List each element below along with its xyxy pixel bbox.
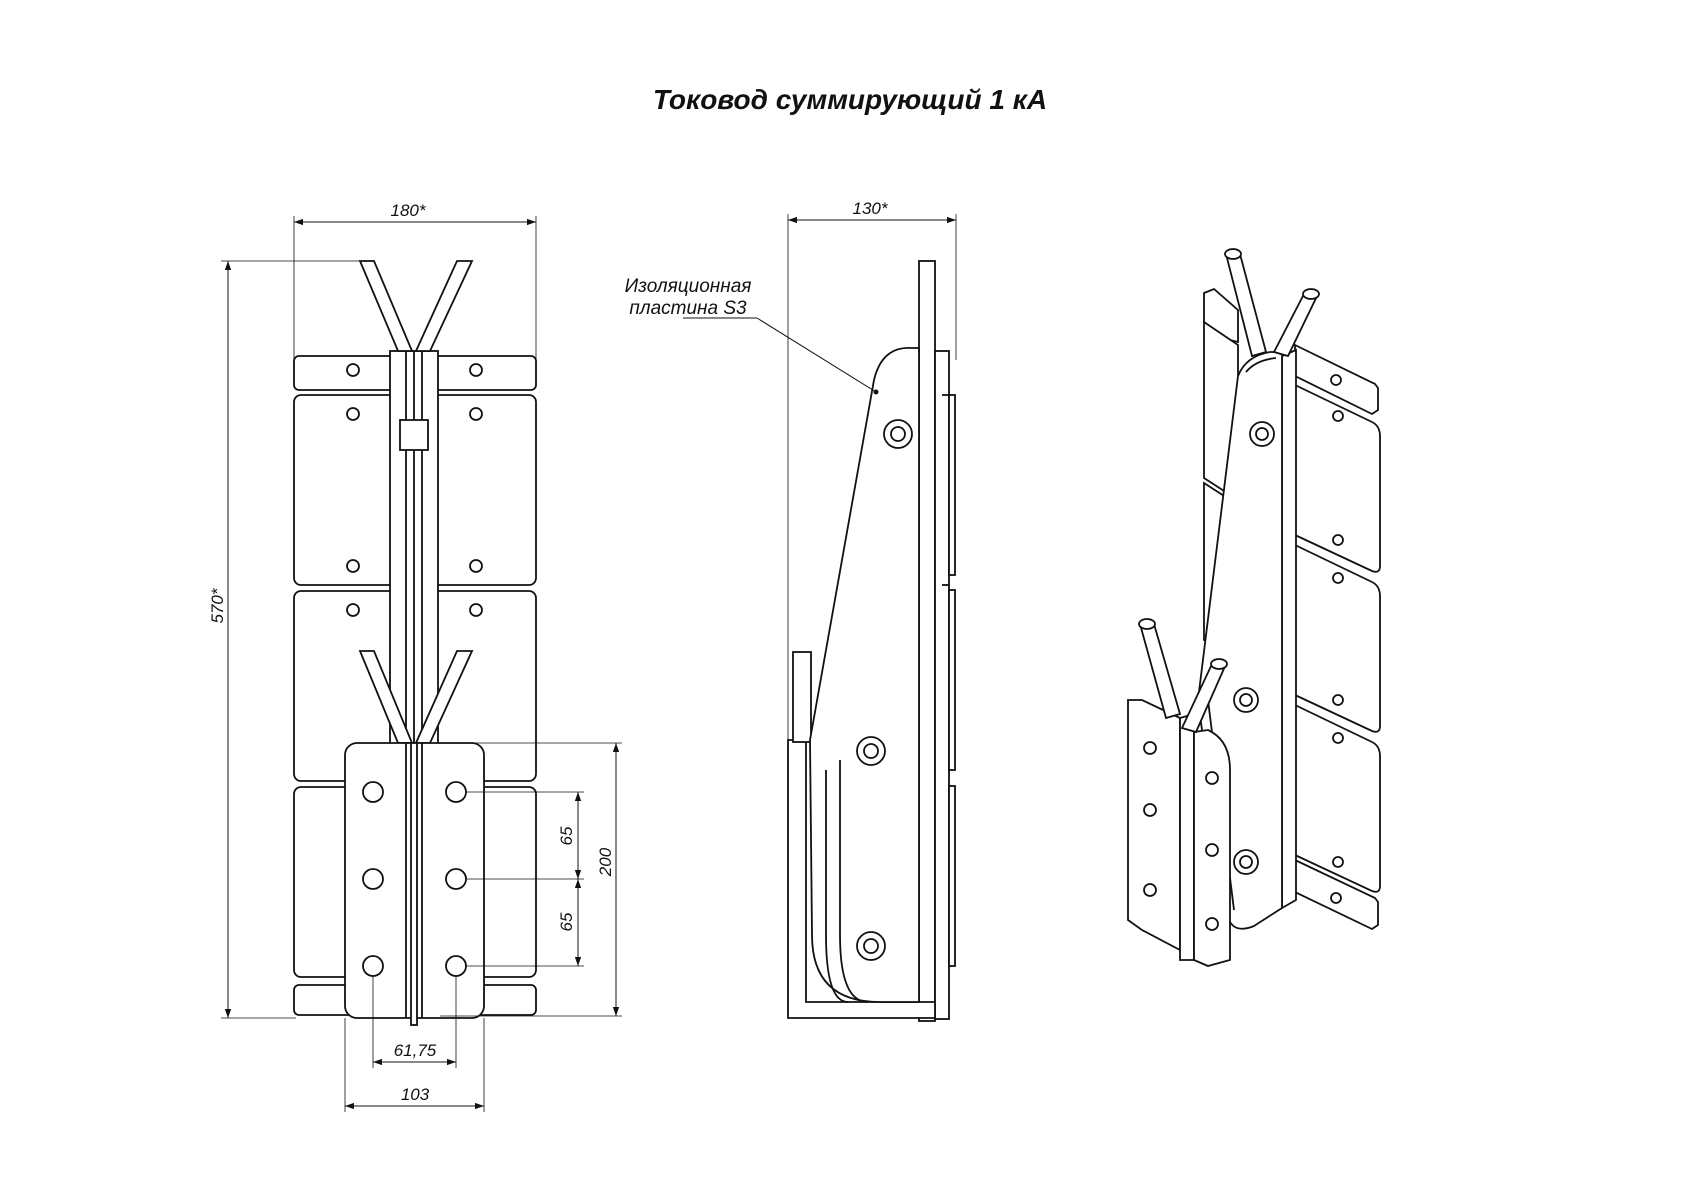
dim-200-label: 200 [596, 847, 615, 877]
iso-lower-clamp [1127, 699, 1231, 967]
front-central-bus [389, 350, 439, 1025]
side-view: 130* [625, 199, 957, 1022]
dim-65-upper-label: 65 [557, 826, 576, 845]
dim-103-label: 103 [401, 1085, 430, 1104]
dimension-clamp-height: 200 [440, 742, 622, 1017]
callout-insulating-plate: Изоляционная пластина S3 [625, 276, 879, 395]
front-view: 180* 570* [208, 201, 622, 1112]
dim-570-label: 570* [208, 587, 227, 623]
isometric-view [1127, 248, 1381, 967]
dimension-hole-spacing: 61,75 [372, 976, 457, 1068]
dim-180-label: 180* [391, 201, 427, 220]
side-bolts [856, 419, 913, 961]
dim-61-75-label: 61,75 [394, 1041, 437, 1060]
dimension-front-width: 180* [293, 201, 537, 360]
dimension-hole-pitch: 65 65 [466, 791, 584, 967]
side-insulating-plate [809, 347, 920, 1003]
iso-lower-tubes [1138, 618, 1228, 734]
side-u-bracket [787, 651, 936, 1019]
dimension-clamp-width: 103 [344, 1018, 485, 1112]
drawing-title: Токовод суммирующий 1 кА [652, 84, 1048, 115]
dimension-front-height: 570* [208, 260, 372, 1019]
side-vertical-bus [918, 260, 936, 1022]
front-upper-v-leads [358, 260, 474, 352]
front-plate-holes [346, 363, 483, 617]
dim-65-lower-label: 65 [557, 912, 576, 931]
side-plate-edges [934, 350, 956, 1020]
callout-line2: пластина S3 [629, 298, 747, 319]
dim-130-label: 130* [853, 199, 889, 218]
callout-line1: Изоляционная [625, 276, 752, 297]
iso-upper-tubes [1224, 248, 1320, 358]
iso-right-plates [1294, 343, 1381, 931]
front-clamp-block [344, 742, 485, 1026]
dimension-side-width: 130* [787, 199, 957, 740]
